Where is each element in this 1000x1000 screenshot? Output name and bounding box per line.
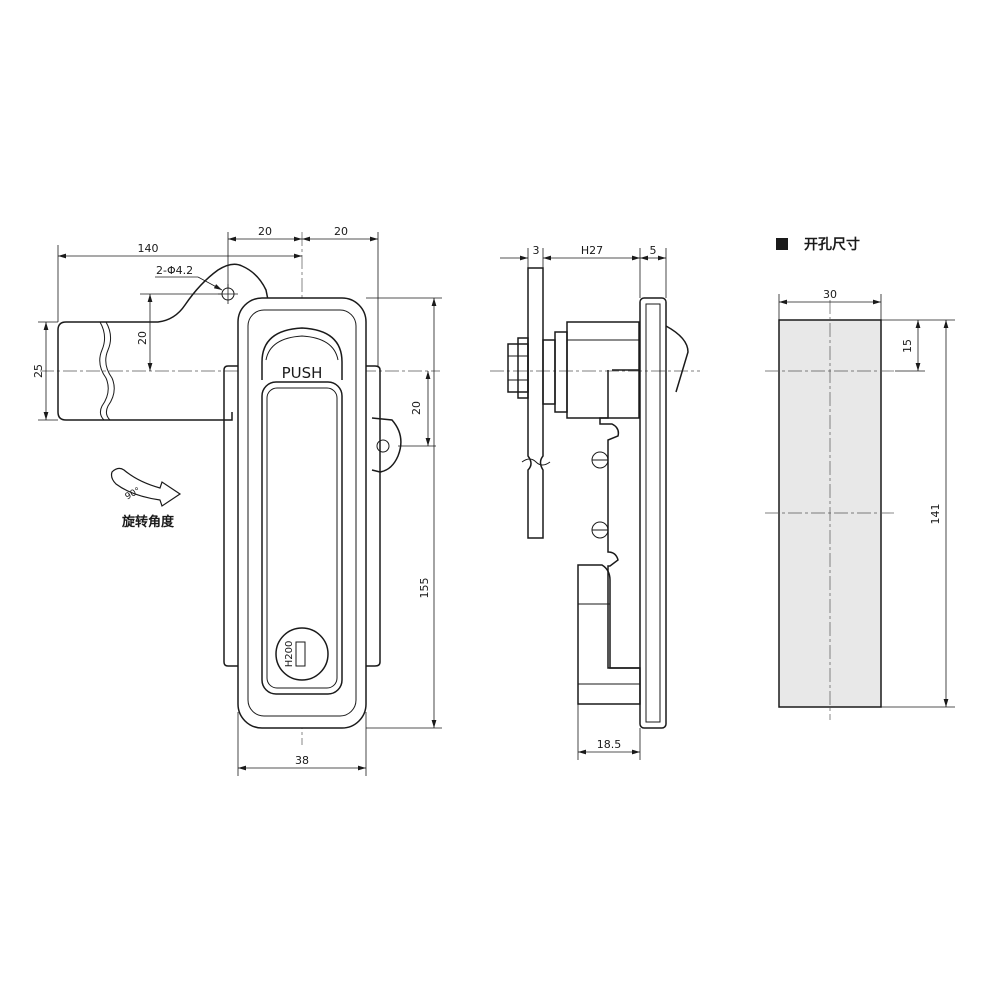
- push-label: PUSH: [282, 364, 323, 382]
- rotation-arrow-icon: [110, 467, 182, 507]
- cutout-title-marker-icon: [776, 238, 788, 250]
- dim-155: 155: [418, 578, 431, 599]
- hole-callout: 2-Φ4.2: [156, 264, 193, 277]
- hinge-pin-hole: [376, 439, 390, 453]
- side-view: 3 H27 5 18.5: [490, 244, 700, 760]
- push-button-arch: [261, 327, 343, 380]
- dim-25: 25: [32, 364, 45, 378]
- front-plate: [639, 297, 667, 729]
- dim-20-right: 20: [334, 225, 348, 238]
- rotation-indicator: 90° 旋转角度: [110, 467, 182, 530]
- handle-arm: [57, 263, 269, 421]
- handle-profile: [665, 325, 689, 393]
- key-slot: [295, 641, 306, 667]
- cutout-dim-15: 15: [901, 339, 914, 353]
- lock-housing: [237, 297, 367, 729]
- cutout-title: 开孔尺寸: [804, 236, 860, 253]
- dim-3: 3: [533, 244, 540, 257]
- bottom-block: [577, 564, 641, 705]
- dim-20-left: 20: [258, 225, 272, 238]
- latch-bracket: [599, 370, 640, 669]
- key-label: H200: [284, 641, 295, 668]
- mounting-panel: [527, 267, 544, 539]
- dim-140: 140: [138, 242, 159, 255]
- left-flange: [223, 365, 240, 667]
- hinge-lug: [371, 417, 402, 473]
- dim-5: 5: [650, 244, 657, 257]
- dim-h27: H27: [581, 244, 603, 257]
- front-view: PUSH H200 140 20 20 2-Φ4.2 20 25: [32, 225, 442, 776]
- key-cylinder: [275, 627, 329, 681]
- right-flange: [364, 365, 381, 667]
- dim-20-handle-offset: 20: [136, 331, 149, 345]
- cutout-dim-30: 30: [823, 288, 837, 301]
- cutout-dim-141: 141: [929, 504, 942, 525]
- dim-20-hinge: 20: [410, 401, 423, 415]
- lock-housing-inner: [247, 309, 357, 717]
- rotation-caption: 旋转角度: [121, 514, 175, 530]
- dim-38: 38: [295, 754, 309, 767]
- handle-body: [261, 381, 343, 695]
- dim-18-5: 18.5: [597, 738, 622, 751]
- cutout-view: 开孔尺寸 30 15 141: [765, 236, 955, 720]
